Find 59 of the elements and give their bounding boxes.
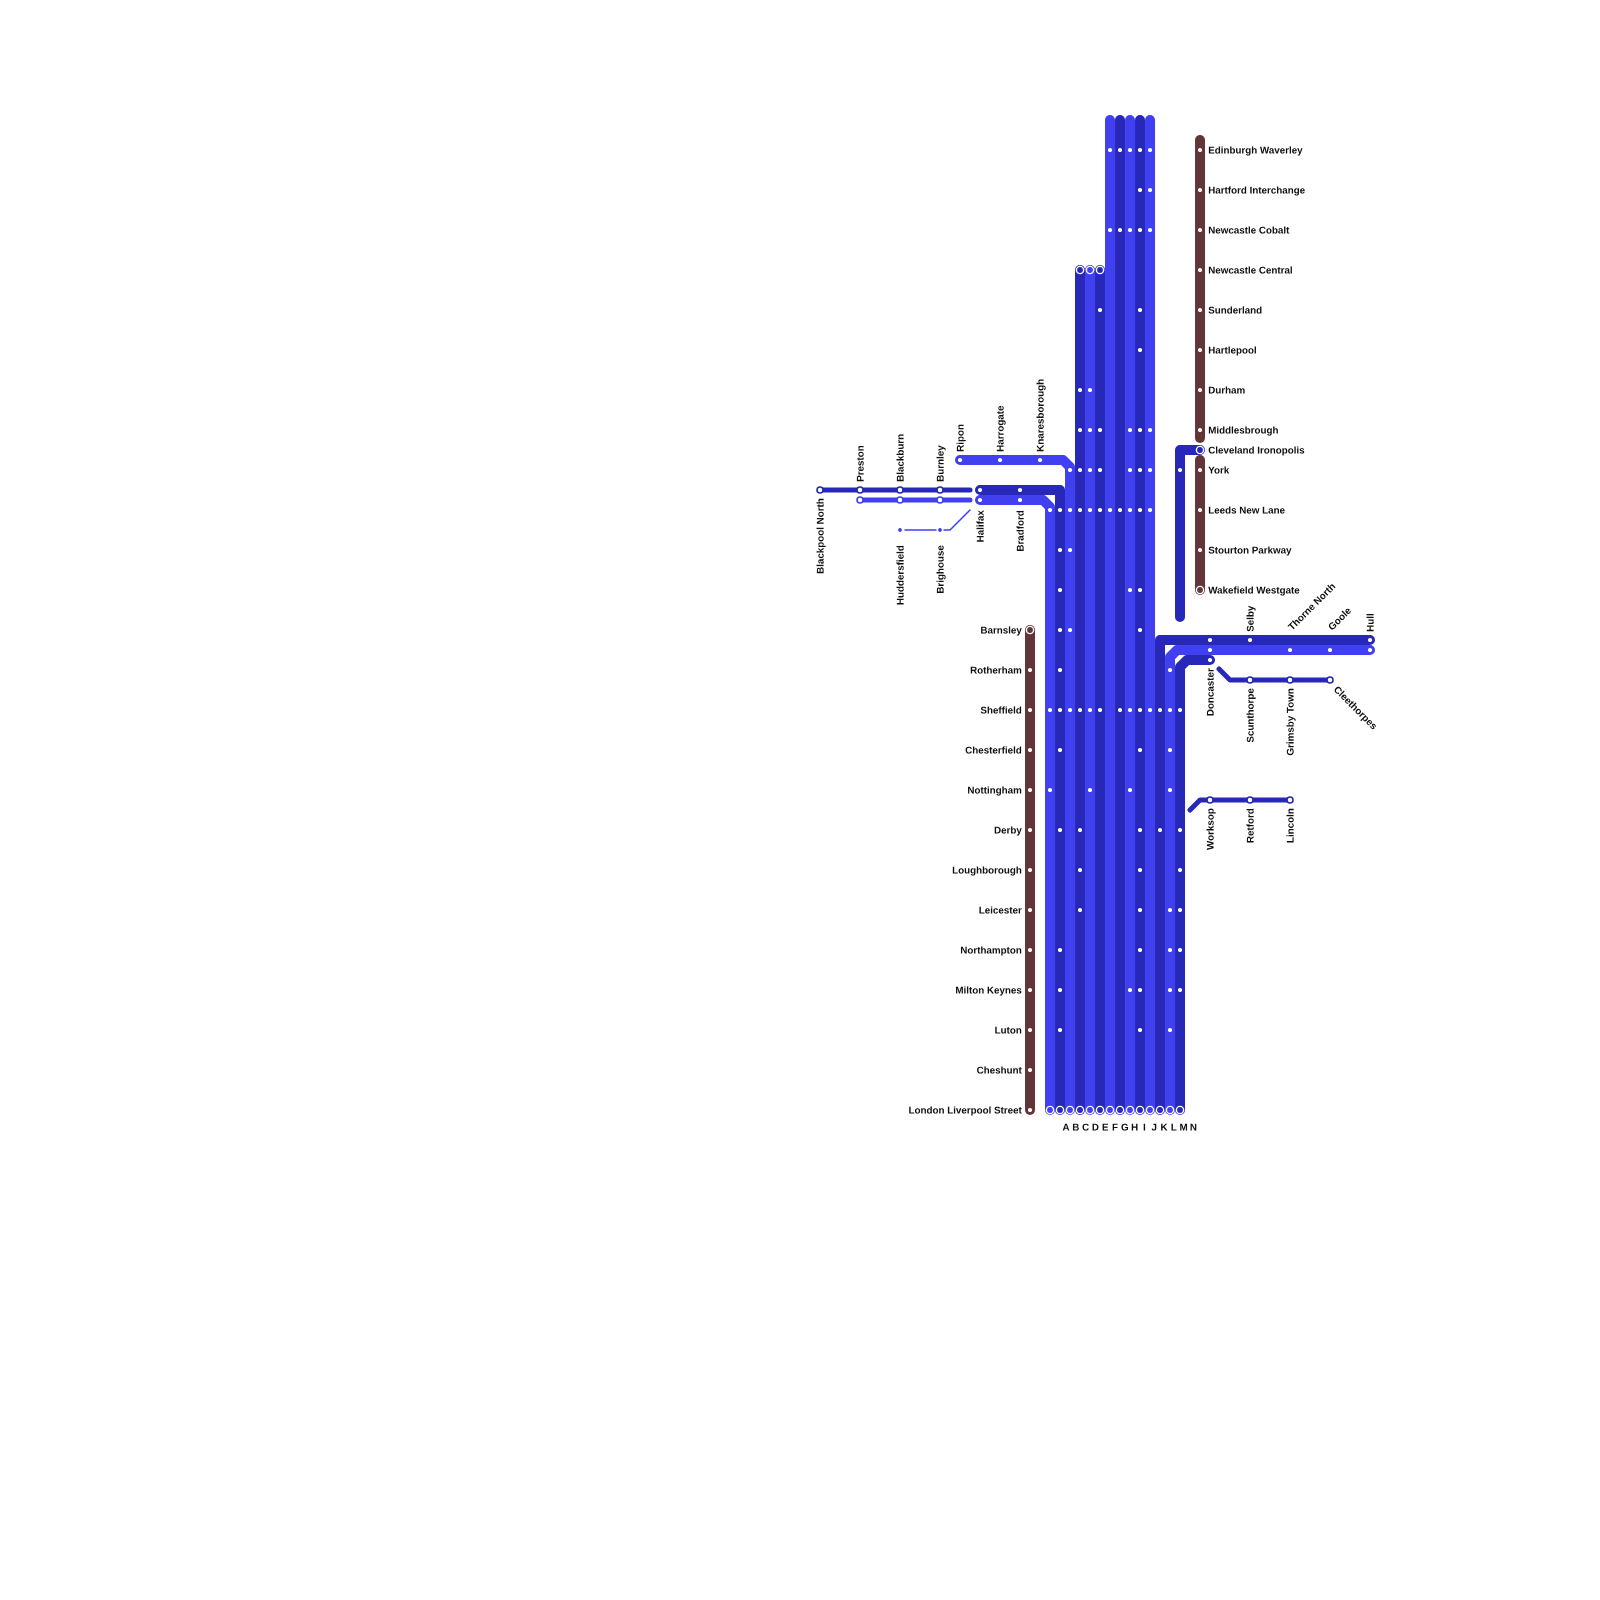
station-label: Hartlepool [1208,346,1256,356]
station-label: Harrogate [996,405,1006,452]
station-label: Hartford Interchange [1208,186,1305,196]
line-letter: L [1171,1123,1177,1131]
station-label: Leicester [979,906,1022,914]
station-label: Hull [1366,614,1374,632]
line-letter: A [1062,1123,1070,1131]
station-label: Sheffield [980,706,1022,714]
line-letter: F [1112,1123,1118,1131]
line-letter: M [1180,1123,1188,1131]
line-letter: C [1082,1123,1089,1131]
station-label: Northampton [960,946,1022,956]
station-label: Rotherham [970,666,1022,674]
station-label: Luton [995,1026,1022,1034]
line-letter: I [1143,1123,1146,1131]
station-label: Retford [1246,808,1254,843]
line-letter: G [1121,1123,1128,1131]
station-label: Wakefield Westgate [1208,586,1300,596]
station-label: Ripon [956,424,966,452]
station-label: Durham [1208,386,1245,394]
station-label: Nottingham [968,786,1022,796]
line-letter: E [1102,1123,1109,1131]
station-label: Doncaster [1206,668,1214,716]
line-letter: J [1151,1123,1157,1131]
line-letter: B [1072,1123,1079,1131]
station-label: Worksop [1206,808,1216,850]
station-label: Barnsley [981,626,1022,636]
station-label: Newcastle Central [1208,266,1292,274]
station-label: Burnley [936,445,946,482]
station-label: Blackpool North [816,498,826,574]
line-letter: D [1092,1123,1099,1131]
station-label: Preston [856,445,864,482]
station-label: Sunderland [1208,306,1262,314]
line-letter: K [1161,1123,1168,1131]
station-label: Edinburgh Waverley [1208,146,1303,156]
station-label: London Liverpool Street [909,1106,1022,1116]
station-label: Lincoln [1286,808,1294,843]
station-label: Bradford [1016,510,1024,551]
station-label: Brighouse [936,545,946,593]
station-label: Milton Keynes [956,986,1022,996]
station-label: York [1208,466,1230,474]
station-label: Blackburn [896,434,904,482]
station-label: Middlesbrough [1208,426,1278,436]
station-label: Grimsby Town [1286,688,1296,756]
station-label: Stourton Parkway [1208,546,1292,556]
station-label: Chesterfield [965,746,1022,754]
station-label: Loughborough [952,866,1022,876]
station-label: Leeds New Lane [1208,506,1285,514]
station-label: Huddersfield [896,545,904,605]
station-label: Selby [1246,605,1256,632]
line-letter: N [1190,1123,1197,1131]
station-label: Newcastle Cobalt [1208,226,1290,234]
station-label: Cleveland Ironopolis [1208,446,1305,456]
station-label: Halifax [976,510,984,542]
line-letter: H [1131,1123,1138,1131]
station-label: Derby [994,826,1022,836]
station-label: Cheshunt [977,1066,1022,1074]
station-label: Knaresborough [1036,379,1046,452]
station-label: Scunthorpe [1246,688,1256,743]
